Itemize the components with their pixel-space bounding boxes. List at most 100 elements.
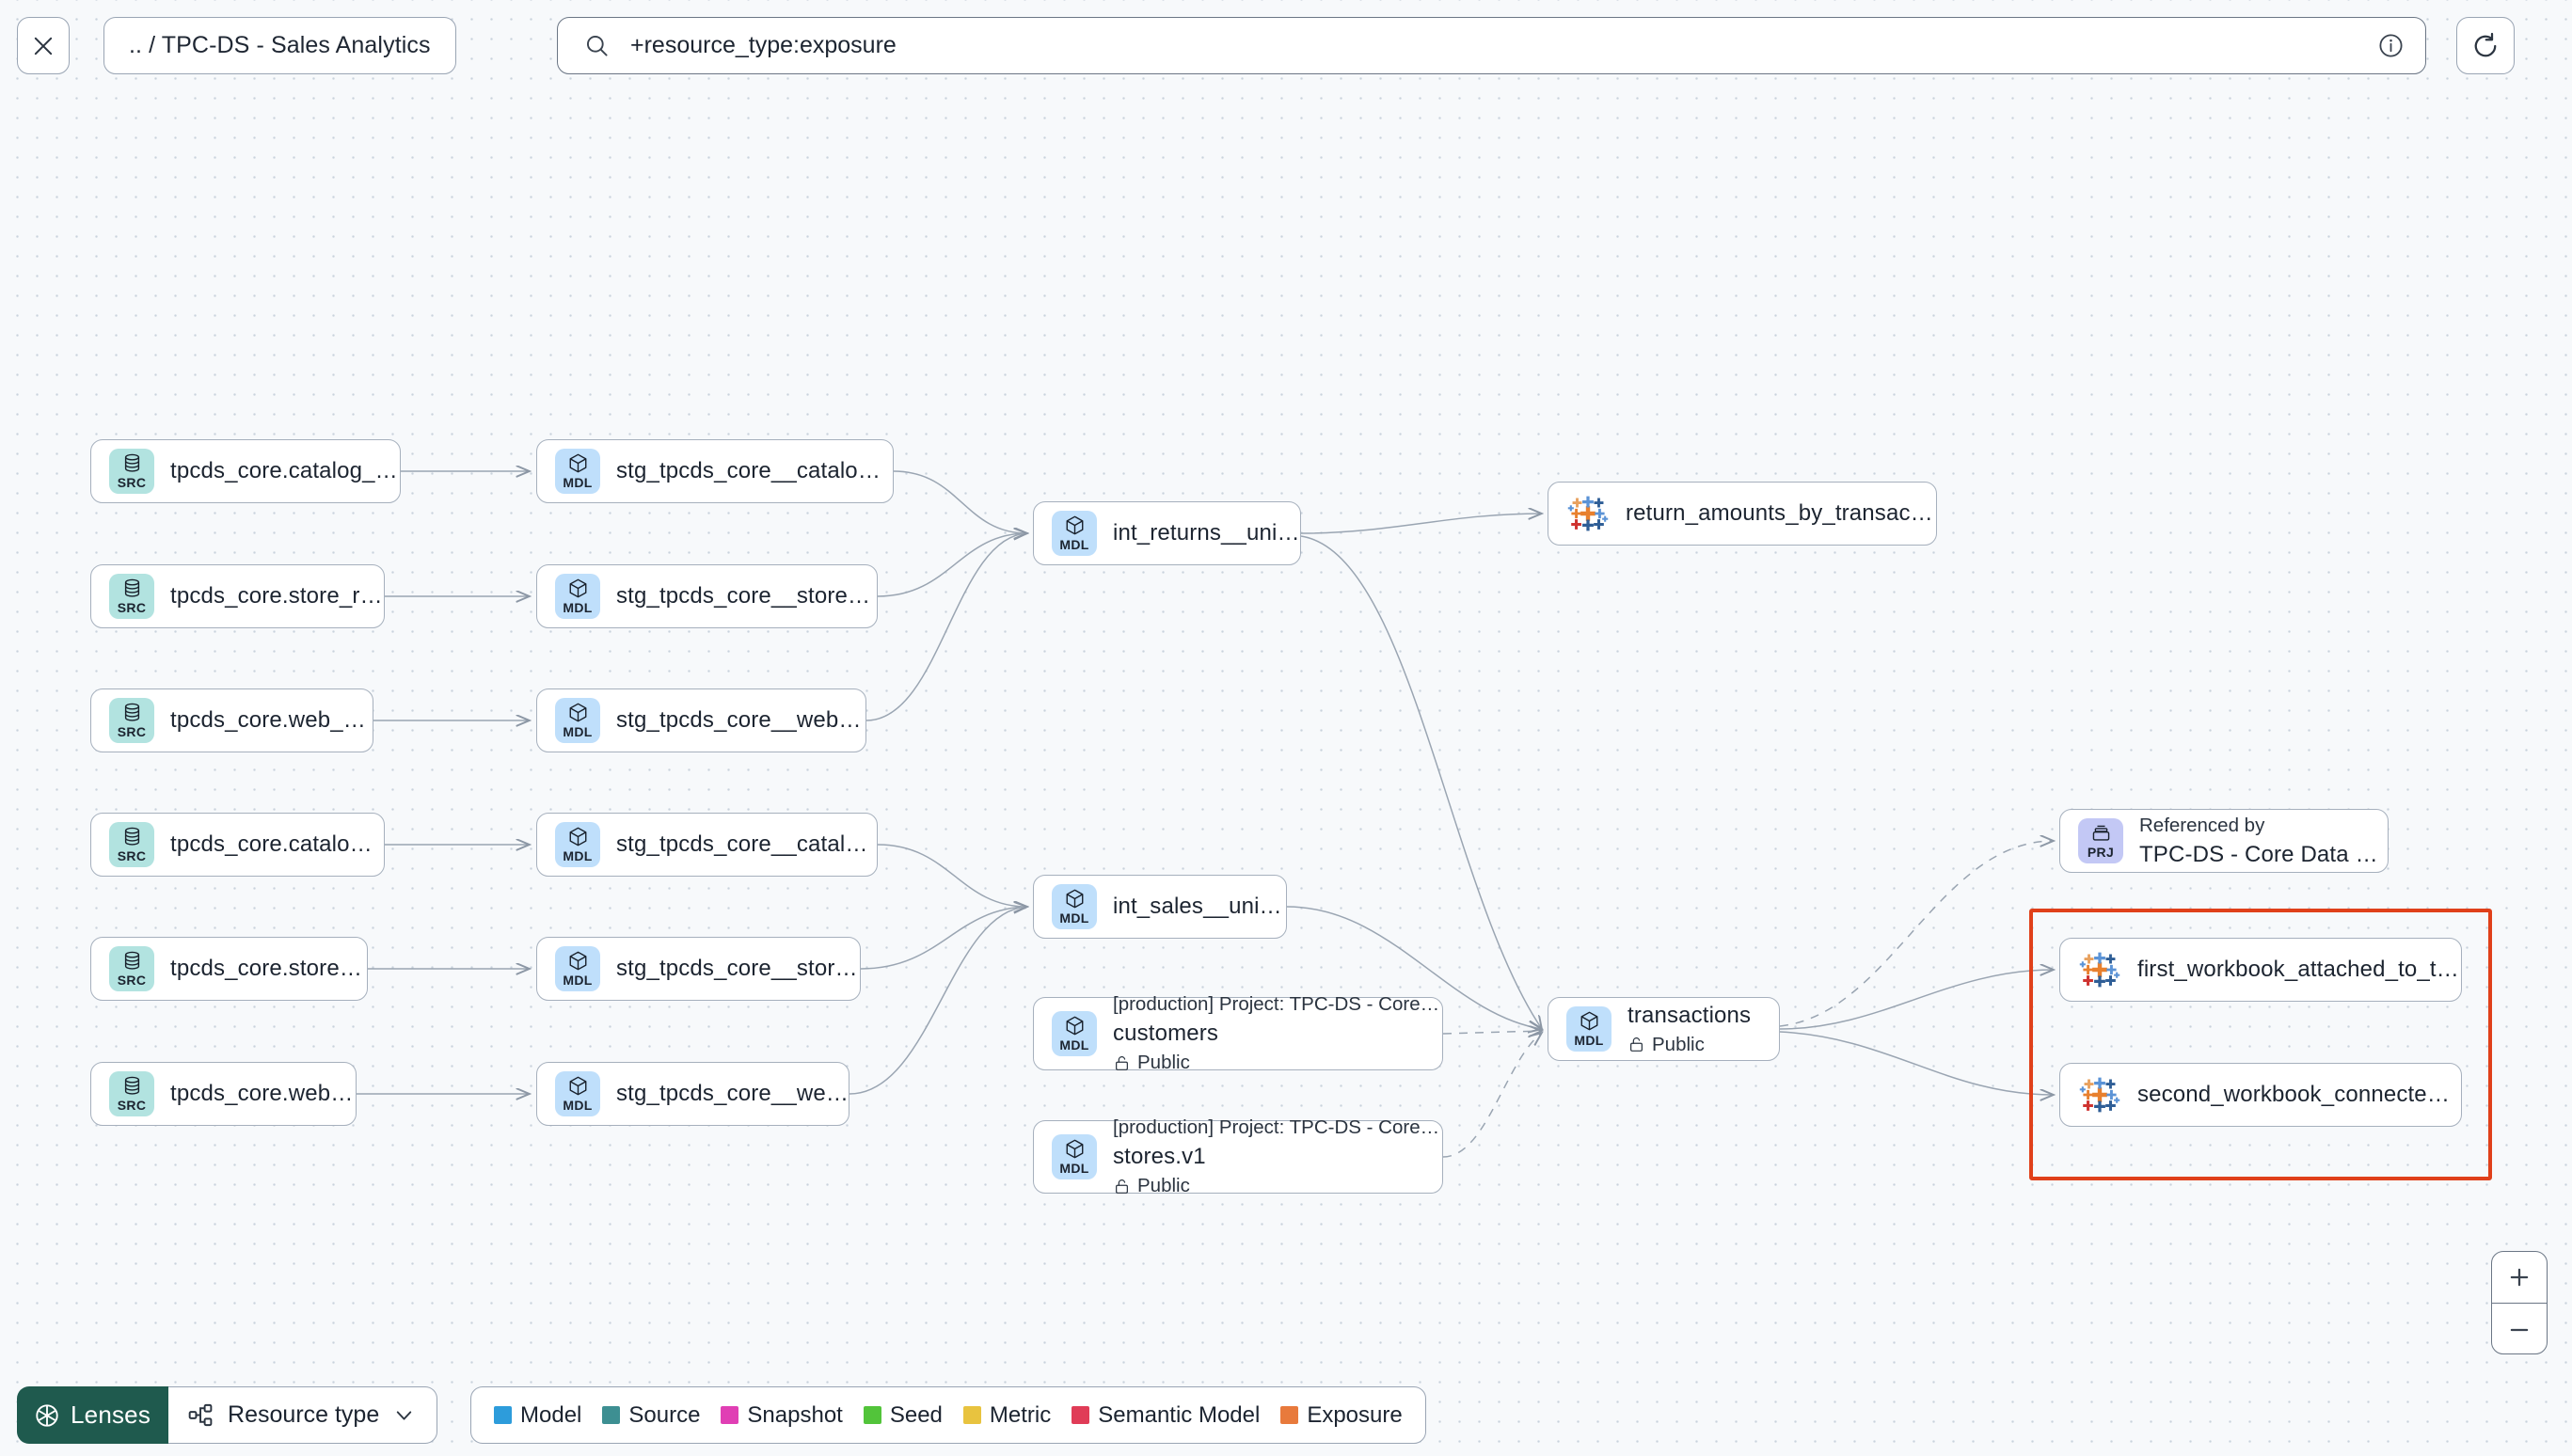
graph-node-int_sales_unioned[interactable]: MDL int_sales__unioned xyxy=(1033,875,1287,939)
resource-type-dropdown[interactable]: Resource type xyxy=(168,1386,438,1444)
node-badge-label: SRC xyxy=(117,848,147,863)
legend-label: Source xyxy=(628,1401,701,1428)
node-badge-mdl: MDL xyxy=(555,449,600,494)
close-button[interactable] xyxy=(17,17,70,74)
database-icon xyxy=(124,703,139,721)
legend-swatch xyxy=(962,1406,981,1424)
legend-item-model[interactable]: Model xyxy=(494,1402,581,1429)
node-title: second_workbook_connected_to_live… xyxy=(2137,1082,2461,1107)
node-title: int_returns__unioned xyxy=(1113,520,1300,546)
edge-layer xyxy=(357,111,2572,1158)
node-badge-label: MDL xyxy=(1059,1037,1089,1052)
node-text: tpcds_core.catalog_sales xyxy=(170,831,384,858)
node-text: tpcds_core.store_returns xyxy=(170,583,384,609)
database-icon xyxy=(124,578,139,597)
close-icon xyxy=(34,37,53,55)
node-badge-src: SRC xyxy=(109,574,154,619)
node-badge-exp xyxy=(1566,492,1610,535)
breadcrumb[interactable]: .. / TPC-DS - Sales Analytics xyxy=(103,17,456,74)
node-title: tpcds_core.catalog_returns xyxy=(170,458,400,483)
refresh-icon xyxy=(2474,32,2497,56)
node-title: stores.v1 xyxy=(1113,1144,1206,1169)
legend-item-exposure[interactable]: Exposure xyxy=(1280,1402,1403,1429)
legend-label: Metric xyxy=(989,1401,1052,1428)
cube-icon xyxy=(1580,1011,1597,1031)
database-icon xyxy=(121,578,143,599)
node-badge-exp xyxy=(2078,1073,2121,1116)
database-icon xyxy=(124,1076,139,1095)
node-text: first_workbook_attached_to_tpc-ds_-_… xyxy=(2137,957,2461,983)
node-meta-label: Referenced by xyxy=(2139,814,2265,836)
cube-icon xyxy=(1066,1016,1083,1036)
search-bar[interactable]: +resource_type:exposure xyxy=(557,17,2426,74)
node-text: return_amounts_by_transaction_type xyxy=(1626,500,1936,527)
node-title: return_amounts_by_transaction_type xyxy=(1626,500,1936,526)
graph-node-second_workbook[interactable]: second_workbook_connected_to_live… xyxy=(2059,1063,2462,1127)
node-visibility-label: Public xyxy=(1137,1052,1190,1073)
node-meta-label: [production] Project: TPC-DS - Core Data… xyxy=(1113,1116,1442,1138)
legend-item-source[interactable]: Source xyxy=(602,1402,700,1429)
node-title: tpcds_core.catalog_sales xyxy=(170,831,384,857)
node-title: tpcds_core.store_returns xyxy=(170,583,384,609)
node-badge-mdl: MDL xyxy=(555,1071,600,1116)
node-badge-mdl: MDL xyxy=(1052,884,1097,929)
graph-node-src_catalog_sales[interactable]: SRC tpcds_core.catalog_sales xyxy=(90,813,385,877)
tableau-icon xyxy=(2079,1077,2120,1113)
cube-icon xyxy=(567,452,589,474)
cube-icon xyxy=(569,453,586,473)
database-icon xyxy=(124,827,139,846)
graph-node-first_workbook[interactable]: first_workbook_attached_to_tpc-ds_-_… xyxy=(2059,938,2462,1002)
node-badge-mdl: MDL xyxy=(555,822,600,867)
node-badge-exp xyxy=(2078,948,2121,991)
graph-node-stores_v1[interactable]: MDL[production] Project: TPC-DS - Core D… xyxy=(1033,1116,1443,1197)
node-title: stg_tpcds_core__web_sales xyxy=(616,1081,849,1106)
node-title: customers xyxy=(1113,1021,1219,1046)
zoom-out-button[interactable] xyxy=(2492,1304,2547,1353)
search-icon xyxy=(586,35,608,56)
search-input[interactable]: +resource_type:exposure xyxy=(630,32,897,58)
legend-item-snapshot[interactable]: Snapshot xyxy=(721,1402,843,1429)
lenses-button[interactable]: Lenses xyxy=(17,1386,169,1444)
cube-icon xyxy=(567,578,589,599)
node-badge-src: SRC xyxy=(109,822,154,867)
node-title: stg_tpcds_core__catalog_sales xyxy=(616,831,877,857)
cube-icon xyxy=(567,1075,589,1097)
refresh-button[interactable] xyxy=(2456,17,2515,74)
node-title: int_sales__unioned xyxy=(1113,894,1286,919)
legend-item-semantic-model[interactable]: Semantic Model xyxy=(1072,1402,1260,1429)
resource-type-label: Resource type xyxy=(228,1401,380,1428)
graph-node-return_amounts_exposure[interactable]: return_amounts_by_transaction_type xyxy=(1548,482,1937,546)
legend-item-metric[interactable]: Metric xyxy=(962,1401,1052,1429)
tableau-icon xyxy=(2079,952,2120,988)
cube-icon xyxy=(567,702,589,723)
highlight-selection-box xyxy=(2029,909,2492,1180)
legend-item-seed[interactable]: Seed xyxy=(863,1402,943,1429)
node-visibility-label: Public xyxy=(1137,1175,1190,1196)
node-visibility: Public xyxy=(1113,1175,1442,1197)
zoom-in-button[interactable] xyxy=(2492,1252,2547,1304)
database-icon xyxy=(124,951,139,970)
graph-canvas[interactable]: SRCtpcds_core.catalog_returnsSRCtpcds_co… xyxy=(0,111,2572,1388)
node-badge-label: MDL xyxy=(563,848,593,863)
graph-node-src_store_returns[interactable]: SRC tpcds_core.store_returns xyxy=(90,564,385,628)
node-badge-label: MDL xyxy=(563,973,593,988)
node-text: int_returns__unioned xyxy=(1113,520,1300,546)
node-badge-mdl: MDL xyxy=(555,574,600,619)
bottom-toolbar: Lenses Resource type Model Source Snapshot… xyxy=(0,1366,2572,1456)
graph-node-stg_catalog_sales[interactable]: MDL stg_tpcds_core__catalog_sales xyxy=(536,813,878,877)
cube-icon xyxy=(569,951,586,971)
graph-node-stg_web_sales[interactable]: MDL stg_tpcds_core__web_sales xyxy=(536,1062,849,1126)
info-circle-icon[interactable] xyxy=(2377,32,2405,59)
graph-node-customers[interactable]: MDL[production] Project: TPC-DS - Core D… xyxy=(1033,993,1443,1073)
